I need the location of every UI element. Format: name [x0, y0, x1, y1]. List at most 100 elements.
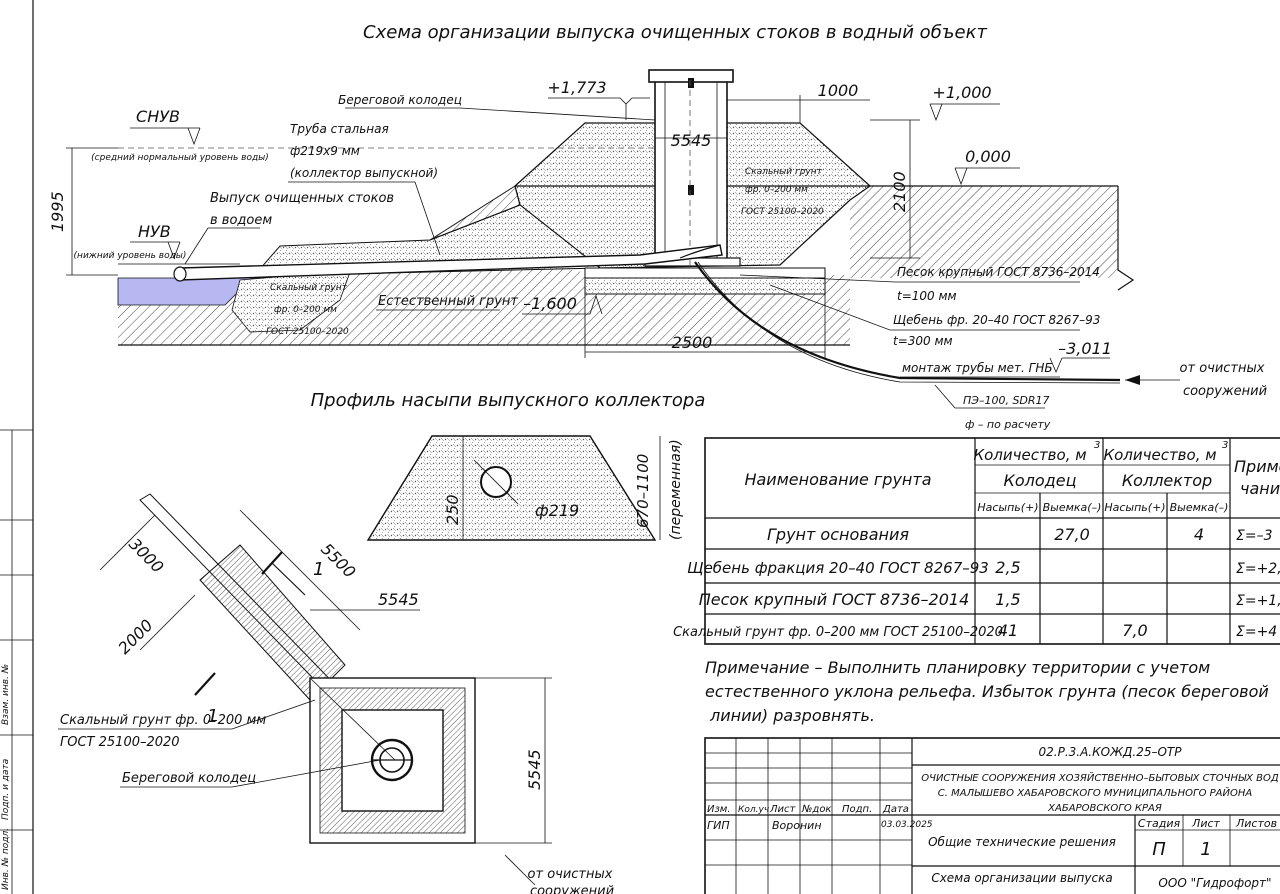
svg-text:+1,000: +1,000 [932, 83, 991, 102]
nuv-note: (нижний уровень воды) [74, 251, 187, 261]
profile-title: Профиль насыпи выпускного коллектора [311, 390, 706, 411]
svg-text:Коллектор: Коллектор [1122, 471, 1212, 490]
svg-text:–3,011: –3,011 [1058, 339, 1112, 358]
svg-text:Примечание – Выполнить планиро: Примечание – Выполнить планировку террит… [705, 658, 1210, 677]
svg-text:Общие технические решения: Общие технические решения [928, 835, 1116, 849]
table-row: Грунт основания 27,0 4 Σ=–3 [767, 525, 1272, 544]
svg-text:(переменная): (переменная) [668, 439, 684, 540]
svg-text:Береговой колодец: Береговой колодец [122, 771, 256, 786]
profile-section: 250 ф219 670–1100 (переменная) [366, 435, 684, 541]
svg-text:Изм.: Изм. [707, 804, 731, 815]
svg-text:П: П [1152, 839, 1166, 860]
svg-text:(коллектор выпускной): (коллектор выпускной) [290, 166, 438, 180]
svg-text:ОЧИСТНЫЕ СООРУЖЕНИЯ ХОЗЯЙСТВЕН: ОЧИСТНЫЕ СООРУЖЕНИЯ ХОЗЯЙСТВЕННО–БЫТОВЫХ… [921, 771, 1280, 784]
svg-text:естественного уклона рельефа.: естественного уклона рельефа. Избыток гр… [705, 682, 1269, 701]
svg-text:Скальный грунт фр. 0–200 мм: Скальный грунт фр. 0–200 мм [60, 713, 266, 728]
svg-text:чание: чание [1240, 479, 1280, 498]
side-stamp-a: Взам. инв. № [1, 664, 11, 725]
svg-text:Щебень фракция 20–40 ГОСТ 8267: Щебень фракция 20–40 ГОСТ 8267–93 [687, 559, 989, 577]
table-row: Щебень фракция 20–40 ГОСТ 8267–93 2,5 Σ=… [687, 558, 1280, 577]
svg-text:ГИП: ГИП [707, 819, 730, 832]
sand-label: Песок крупный ГОСТ 8736–2014 [897, 265, 1100, 279]
svg-text:4: 4 [1194, 525, 1204, 544]
svg-text:Скальный грунт: Скальный грунт [745, 167, 823, 177]
svg-text:Колодец: Колодец [1004, 471, 1077, 490]
svg-text:t=300 мм: t=300 мм [893, 334, 953, 348]
svg-text:Σ=+4: Σ=+4 [1236, 624, 1277, 640]
snuv-label: СНУВ [136, 107, 180, 126]
main-section: 1995 2100 5545 1000 2500 +1,773 +1,000 0… [48, 69, 1267, 431]
svg-text:1: 1 [313, 559, 324, 580]
shore-well-shaft [654, 79, 728, 266]
svg-text:Скальный грунт: Скальный грунт [270, 283, 348, 293]
svg-text:ГОСТ 25100–2020: ГОСТ 25100–2020 [741, 207, 824, 217]
svg-text:Стадия: Стадия [1138, 817, 1181, 830]
svg-text:С. МАЛЫШЕВО ХАБАРОВСКОГО МУНИЦ: С. МАЛЫШЕВО ХАБАРОВСКОГО МУНИЦИПАЛЬНОГО … [938, 786, 1253, 799]
snuv-note: (средний нормальный уровень воды) [91, 153, 269, 163]
svg-text:2,5: 2,5 [995, 558, 1020, 577]
svg-text:ф219х9 мм: ф219х9 мм [290, 144, 360, 158]
svg-text:–1,600: –1,600 [523, 294, 577, 313]
table-row: Скальный грунт фр. 0–200 мм ГОСТ 25100–2… [673, 621, 1277, 640]
doc-code: 02.Р.3.А.КОЖД.25–ОТР [1039, 745, 1183, 759]
pe-label: ПЭ–100, SDR17 [963, 394, 1050, 407]
svg-text:фр. 0–200 мм: фр. 0–200 мм [274, 305, 337, 315]
svg-text:Насыпь(+): Насыпь(+) [1104, 501, 1165, 514]
svg-text:670–1100: 670–1100 [634, 454, 652, 528]
diagram-title: Схема организации выпуска очищенных сток… [363, 22, 987, 43]
svg-text:Лист: Лист [769, 804, 797, 815]
svg-text:1,5: 1,5 [995, 590, 1020, 609]
dim-2500: 2500 [672, 333, 713, 352]
side-stamp: Взам. инв. № Подп. и дата Инв. № подл. [0, 429, 33, 894]
svg-text:ООО "Гидрофорт": ООО "Гидрофорт" [1158, 876, 1271, 890]
svg-text:Листов: Листов [1235, 817, 1277, 830]
soil-table: Наименование грунта Количество, м 3 Коли… [673, 437, 1280, 645]
svg-text:Насыпь(+): Насыпь(+) [977, 501, 1038, 514]
elevation-3011: –3,011 [1049, 339, 1112, 374]
dim-1995: 1995 [48, 191, 67, 232]
elevation-1600: –1,600 [522, 294, 603, 315]
svg-text:Дата: Дата [882, 804, 909, 815]
svg-text:27,0: 27,0 [1054, 525, 1090, 544]
svg-text:3: 3 [1222, 440, 1228, 451]
svg-text:фр. 0–200 мм: фр. 0–200 мм [745, 185, 808, 195]
svg-text:Подп.: Подп. [842, 804, 872, 815]
svg-text:сооружений: сооружений [530, 884, 614, 894]
svg-text:3: 3 [1094, 440, 1100, 451]
svg-text:Выпуск очищенных стоков: Выпуск очищенных стоков [210, 191, 394, 206]
svg-text:0,000: 0,000 [965, 147, 1011, 166]
profile-dia: ф219 [535, 501, 579, 520]
col-name: Наименование грунта [744, 470, 931, 489]
dim-5545: 5545 [671, 131, 712, 150]
svg-text:ГОСТ 25100–2020: ГОСТ 25100–2020 [266, 327, 349, 337]
hdd-label: монтаж трубы мет. ГНБ [902, 361, 1053, 375]
svg-text:сооружений: сооружений [1183, 384, 1267, 399]
el-top: +1,773 [547, 78, 606, 97]
svg-text:Воронин: Воронин [772, 819, 822, 832]
svg-text:2000: 2000 [114, 616, 156, 658]
svg-text:03.03.2025: 03.03.2025 [881, 820, 933, 830]
svg-text:Приме: Приме [1234, 457, 1280, 476]
svg-text:№док: №док [801, 804, 831, 815]
elevation-1000: +1,000 [929, 83, 1000, 122]
svg-text:250: 250 [443, 494, 462, 525]
svg-text:7,0: 7,0 [1122, 621, 1147, 640]
svg-text:Лист: Лист [1191, 817, 1220, 830]
svg-text:3000: 3000 [125, 534, 167, 576]
table-row: Песок крупный ГОСТ 8736–2014 1,5 Σ=+1, [699, 590, 1280, 609]
note: Примечание – Выполнить планировку террит… [705, 658, 1269, 725]
svg-text:Скальный грунт фр. 0–200 мм ГО: Скальный грунт фр. 0–200 мм ГОСТ 25100–2… [673, 625, 1003, 640]
dim-1000: 1000 [818, 81, 859, 100]
elevation-top: +1,773 [547, 78, 650, 120]
svg-text:41: 41 [998, 621, 1018, 640]
svg-text:от очистных: от очистных [1180, 361, 1265, 376]
svg-text:Σ=+2,: Σ=+2, [1236, 561, 1280, 577]
svg-text:1: 1 [207, 706, 218, 727]
svg-text:t=100 мм: t=100 мм [897, 289, 957, 303]
svg-text:Количество, м: Количество, м [1103, 446, 1216, 464]
hdd-pipe [694, 261, 1121, 382]
elevation-zero: 0,000 [954, 147, 1020, 186]
svg-text:5545: 5545 [378, 590, 419, 609]
svg-text:ф – по расчету: ф – по расчету [965, 418, 1051, 431]
